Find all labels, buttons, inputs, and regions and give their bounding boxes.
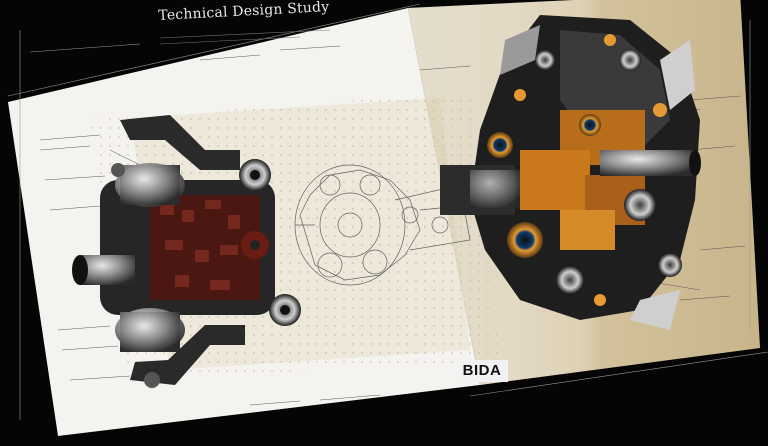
engine-left-icon <box>72 115 301 388</box>
frame-lines <box>7 3 768 420</box>
brand-badge: BIDA <box>456 360 508 382</box>
annotation-lines <box>39 45 746 406</box>
sheet-subtitle-lines <box>159 29 331 45</box>
engine-right-icon <box>440 15 701 330</box>
